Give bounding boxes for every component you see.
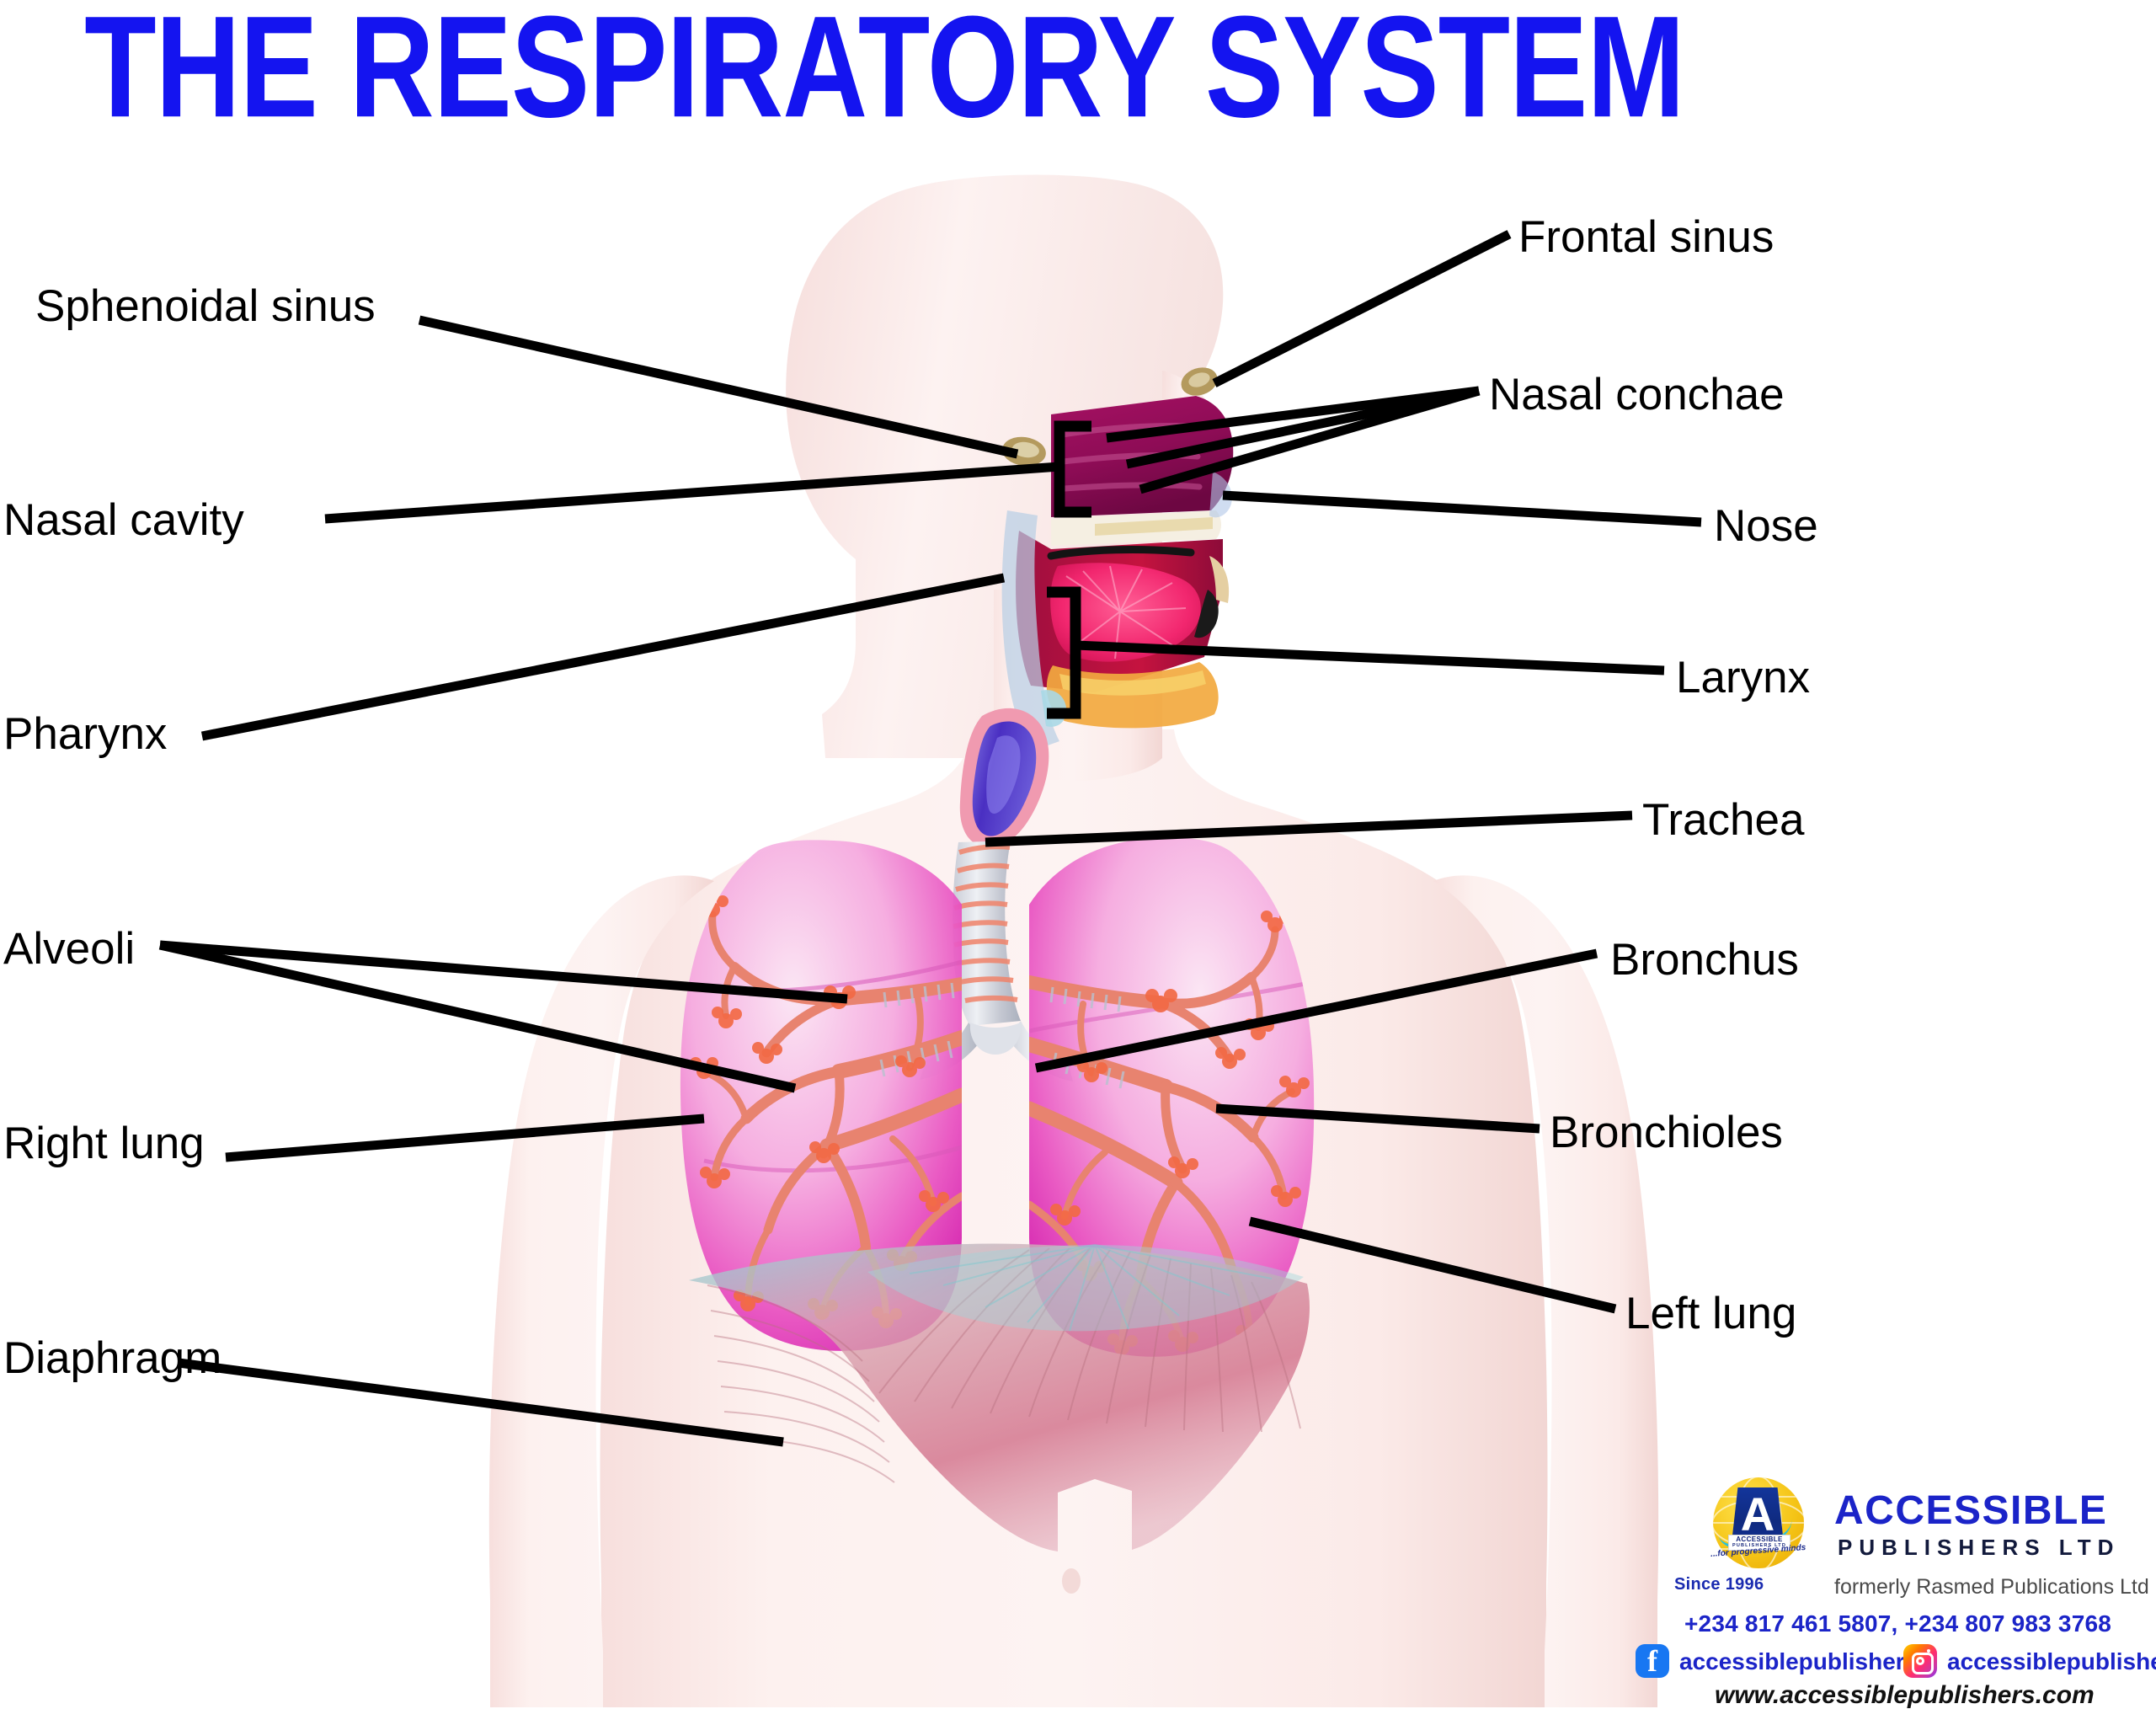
label-larynx: Larynx	[1676, 653, 1811, 702]
facebook-handle[interactable]: accessiblepublishers	[1679, 1648, 1919, 1674]
since-text: Since 1996	[1674, 1575, 1764, 1594]
label-pharynx: Pharynx	[3, 709, 168, 759]
label-frontal-sinus: Frontal sinus	[1518, 212, 1774, 262]
logo-motto: ...for progressive minds	[1710, 1543, 1806, 1559]
brand-subtitle: PUBLISHERS LTD	[1838, 1535, 2121, 1560]
accessible-publishers-logo: A ACCESSIBLE PUBLISHERS LTD ...for progr…	[1708, 1476, 1809, 1577]
instagram-handle[interactable]: accessiblepublishers	[1947, 1648, 2156, 1674]
label-bronchioles: Bronchioles	[1550, 1108, 1783, 1157]
logo-band-line1: ACCESSIBLE	[1736, 1535, 1783, 1543]
brand-name: ACCESSIBLE	[1834, 1488, 2108, 1533]
label-right-lung: Right lung	[3, 1119, 205, 1168]
logo-a-shield: A	[1732, 1487, 1784, 1543]
label-nasal-cavity: Nasal cavity	[3, 495, 244, 545]
social-links-row: f accessiblepublishers accessiblepublish…	[1636, 1644, 2156, 1681]
label-trachea: Trachea	[1642, 795, 1805, 845]
instagram-icon[interactable]	[1903, 1644, 1937, 1678]
website-url[interactable]: www.accessiblepublishers.com	[1715, 1681, 2095, 1709]
facebook-icon[interactable]: f	[1636, 1644, 1669, 1678]
label-alveoli: Alveoli	[3, 924, 136, 974]
label-left-lung: Left lung	[1625, 1289, 1797, 1338]
label-diaphragm: Diaphragm	[3, 1333, 222, 1383]
phone-numbers: +234 817 461 5807, +234 807 983 3768	[1684, 1610, 2112, 1637]
label-nose: Nose	[1714, 501, 1818, 551]
label-sphenoidal-sinus: Sphenoidal sinus	[35, 281, 376, 331]
pharynx-wall	[1001, 510, 1059, 750]
diaphragm	[689, 1243, 1310, 1551]
label-nasal-conchae: Nasal conchae	[1489, 370, 1785, 419]
logo-letter-a: A	[1740, 1487, 1775, 1541]
publisher-footer: A ACCESSIBLE PUBLISHERS LTD ...for progr…	[1636, 1476, 2156, 1709]
logo-band-line2: PUBLISHERS LTD	[1732, 1543, 1787, 1548]
formerly-text: formerly Rasmed Publications Ltd	[1834, 1575, 2149, 1599]
label-bronchus: Bronchus	[1610, 935, 1799, 985]
logo-name-band: ACCESSIBLE PUBLISHERS LTD	[1728, 1535, 1790, 1551]
page-title: THE RESPIRATORY SYSTEM	[84, 0, 1685, 147]
